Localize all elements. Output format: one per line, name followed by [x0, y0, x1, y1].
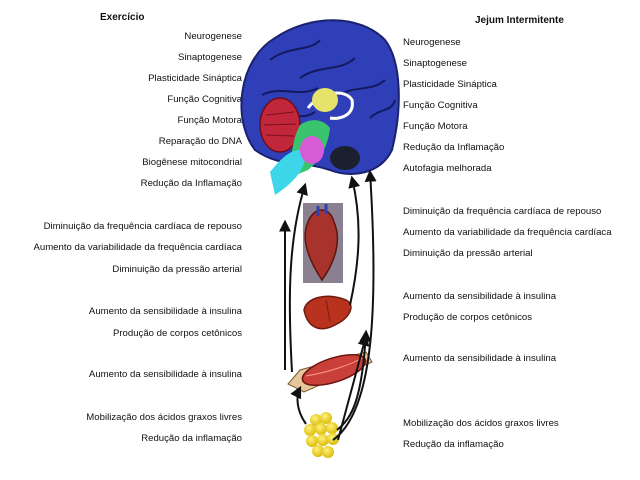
- thalamus-icon: [312, 88, 338, 112]
- right-brain-item: Neurogenese: [403, 37, 461, 48]
- left-brain-item: Função Motora: [177, 115, 242, 126]
- left-muscle-item: Aumento da sensibilidade à insulina: [88, 369, 242, 380]
- left-brain-item: Neurogenese: [184, 31, 242, 42]
- left-fat-item: Mobilização dos ácidos graxos livres: [86, 412, 242, 423]
- right-column-title: Jejum Intermitente: [475, 15, 564, 26]
- right-fat-item: Redução da inflamação: [403, 439, 504, 450]
- heart-icon: [303, 203, 343, 283]
- left-liver-item: Produção de corpos cetônicos: [112, 328, 242, 339]
- arrow-liver-to-brain: [348, 175, 361, 306]
- left-column-title: Exercício: [100, 12, 145, 23]
- arrow-fat-to-muscle: [290, 385, 307, 425]
- right-brain-item: Função Motora: [403, 121, 468, 132]
- right-heart-item: Diminuição da pressão arterial: [403, 248, 533, 259]
- left-heart-item: Diminuição da pressão arterial: [112, 264, 242, 275]
- right-fat-item: Mobilização dos ácidos graxos livres: [403, 418, 559, 429]
- left-brain-item: Plasticidade Sináptica: [148, 73, 242, 84]
- arrow-fat-to-brain: [332, 169, 377, 441]
- brain-icon: [240, 19, 400, 195]
- spinal-cord-icon: [270, 149, 306, 195]
- ventricle-icon: [330, 146, 360, 170]
- left-liver-item: Aumento da sensibilidade à insulina: [88, 306, 242, 317]
- left-brain-item: Reparação do DNA: [158, 136, 242, 147]
- left-brain-item: Sinaptogenese: [177, 52, 242, 63]
- arrow-muscle-to-brain: [288, 182, 308, 373]
- right-muscle-item: Aumento da sensibilidade à insulina: [403, 353, 557, 364]
- right-liver-item: Aumento da sensibilidade à insulina: [403, 291, 557, 302]
- right-heart-item: Diminuição da frequência cardíaca de rep…: [403, 206, 602, 217]
- right-heart-item: Aumento da variabilidade da frequência c…: [403, 227, 612, 238]
- left-brain-item: Redução da Inflamação: [140, 178, 242, 189]
- left-heart-item: Diminuição da frequência cardíaca de rep…: [43, 221, 242, 232]
- left-brain-item: Biogênese mitocondrial: [142, 157, 242, 168]
- arrow-fat-to-muscle-right: [337, 333, 370, 441]
- right-brain-item: Sinaptogenese: [403, 58, 468, 69]
- right-brain-item: Plasticidade Sináptica: [403, 79, 497, 90]
- right-liver-item: Produção de corpos cetônicos: [403, 312, 533, 323]
- right-brain-item: Função Cognitiva: [403, 100, 478, 111]
- left-heart-item: Aumento da variabilidade da frequência c…: [33, 242, 242, 253]
- pons-icon: [300, 136, 324, 164]
- right-column: Neurogenese Sinaptogenese Plasticidade S…: [403, 0, 639, 480]
- left-brain-item: Função Cognitiva: [167, 94, 242, 105]
- fat-cells-icon: [304, 412, 339, 458]
- arrows: [279, 169, 377, 441]
- right-brain-item: Redução da Inflamação: [403, 142, 505, 153]
- liver-icon: [303, 295, 352, 330]
- left-fat-item: Redução da inflamação: [141, 433, 242, 444]
- right-brain-item: Autofagia melhorada: [403, 163, 492, 174]
